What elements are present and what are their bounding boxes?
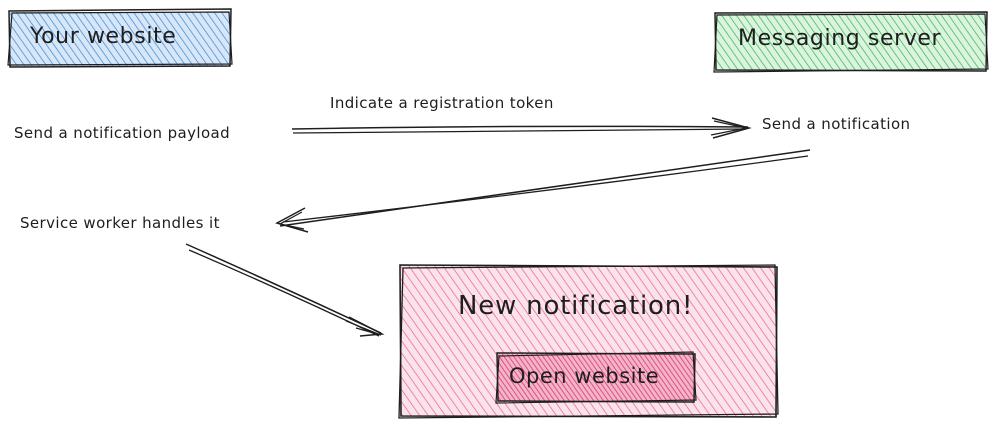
step-service-worker: Service worker handles it	[20, 214, 220, 232]
notification-title: New notification!	[458, 291, 694, 321]
step-send-payload: Send a notification payload	[14, 124, 231, 142]
website-box	[7, 8, 233, 68]
arrow-server-to-sw	[275, 149, 811, 233]
step-send-notification: Send a notification	[762, 115, 911, 133]
server-box	[713, 11, 989, 73]
server-box-label: Messaging server	[738, 26, 942, 51]
open-website-button-shape	[495, 351, 697, 404]
arrow-sw-to-notification	[185, 243, 385, 337]
arrow-payload-to-server	[291, 117, 752, 139]
step-registration-token: Indicate a registration token	[330, 94, 554, 112]
website-box-label: Your website	[30, 24, 177, 49]
open-website-button-label: Open website	[509, 364, 660, 388]
